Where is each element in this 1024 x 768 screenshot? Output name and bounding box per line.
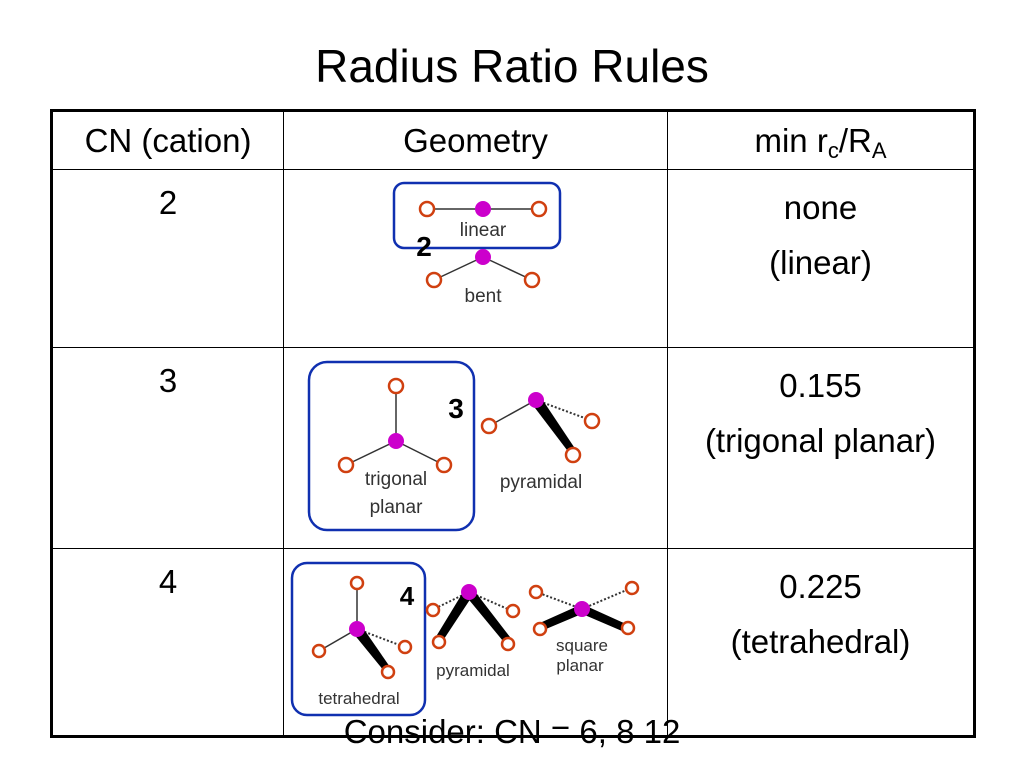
cn-number-label: 3 [448,393,464,424]
square-label: square [556,636,608,655]
anion-atom [425,271,443,289]
pyramidal4-wedge-bond [437,589,473,639]
pyramidal4-wedge-bond [465,589,510,641]
anion-atom [583,412,601,430]
cation-atom [461,584,477,600]
cation-atom [528,392,544,408]
anion-atom [530,200,548,218]
anion-atom [387,377,405,395]
anion-atom [528,584,544,600]
bent-bond [482,256,533,281]
table-row: 2 linear 2 bent none (linear) [51,169,975,348]
header-ratio-min: min r [754,121,828,159]
cn3-diagram: trigonal planar 3 pyramidal [307,360,601,532]
tetrahedral-highlight-box [290,561,427,717]
anion-atom [532,621,548,637]
pyramidal4-hashed-bond [433,591,470,610]
pyramidal-hashed-bond [535,399,591,421]
anion-atom [337,456,355,474]
header-ratio-sub-a: A [871,137,887,163]
table-row: 3 trigonal planar 3 p [51,347,975,549]
cn-number-label: 4 [400,581,415,611]
anion-atom [624,580,640,596]
cation-atom [349,621,365,637]
table-row: 4 tetrahedral 4 [51,548,975,737]
anion-atom [425,602,441,618]
square-planar-hashed-bond [581,588,630,610]
ratio-cell: none (linear) [667,169,975,348]
anion-atom [523,271,541,289]
anion-atom [349,575,365,591]
trigonal-label: trigonal [365,469,427,490]
anion-atom [311,643,327,659]
cn-cell: 2 [51,169,284,348]
square-planar-label: planar [556,656,604,675]
anion-atom [397,639,413,655]
slide-title: Radius Ratio Rules [315,40,709,92]
bent-bond [433,256,484,281]
bent-label: bent [465,286,503,307]
geometry-cell-cn3: trigonal planar 3 pyramidal [283,347,668,549]
tetrahedral-label: tetrahedral [318,689,399,708]
footer-note: Consider: CN = 6, 8 12 [343,713,681,750]
ratio-note: (linear) [769,244,872,281]
anion-atom [480,417,498,435]
anion-atom [418,200,436,218]
header-ratio: min rc/RA [667,110,975,170]
planar-label: planar [370,497,423,518]
trigonal-highlight-box [307,360,476,532]
cn-cell: 3 [51,347,284,549]
pyramidal-wedge-bond [532,396,576,454]
cation-atom [574,601,590,617]
pyramidal-label: pyramidal [500,472,582,493]
table-header-row: CN (cation) Geometry min rc/RA [51,110,975,170]
anion-atom [564,446,582,464]
anion-atom [620,620,636,636]
header-cn: CN (cation) [51,110,284,170]
cn-cell: 4 [51,548,284,737]
ratio-note: (trigonal planar) [704,422,937,459]
anion-atom [380,664,396,680]
ratio-cell: 0.155 (trigonal planar) [667,347,975,549]
geometry-cell-cn4: tetrahedral 4 pyramidal [283,548,668,737]
radius-ratio-table: CN (cation) Geometry min rc/RA 2 linear … [50,109,976,738]
cn2-diagram: linear 2 bent [392,181,562,307]
geometry-cell-cn2: linear 2 bent [283,169,668,348]
anion-atom [505,603,521,619]
header-ratio-sub-c: c [827,137,839,163]
anion-atom [431,634,447,650]
cation-atom [475,249,491,265]
cn-number-label: 2 [416,231,432,262]
ratio-note: (tetrahedral) [730,623,911,660]
pyramidal-bond [488,399,537,427]
linear-label: linear [460,220,507,241]
ratio-value: none [783,189,858,226]
anion-atom [500,636,516,652]
trigonal-bond [345,440,397,466]
tetrahedral-wedge-bond [353,625,390,671]
ratio-cell: 0.225 (tetrahedral) [667,548,975,737]
cation-atom [475,201,491,217]
square-planar-wedge-bond [542,605,584,629]
header-geometry: Geometry [283,110,668,170]
linear-highlight-box [392,181,562,250]
pyramidal4-label: pyramidal [436,661,510,680]
pyramidal4-hashed-bond [468,591,511,611]
square-planar-wedge-bond [580,605,626,631]
anion-atom [435,456,453,474]
ratio-value: 0.155 [779,367,862,404]
header-ratio-slash: /R [838,121,872,159]
ratio-value: 0.225 [779,568,862,605]
trigonal-bond [395,440,445,466]
cn4-diagram: tetrahedral 4 pyramidal [290,561,640,717]
cation-atom [388,433,404,449]
